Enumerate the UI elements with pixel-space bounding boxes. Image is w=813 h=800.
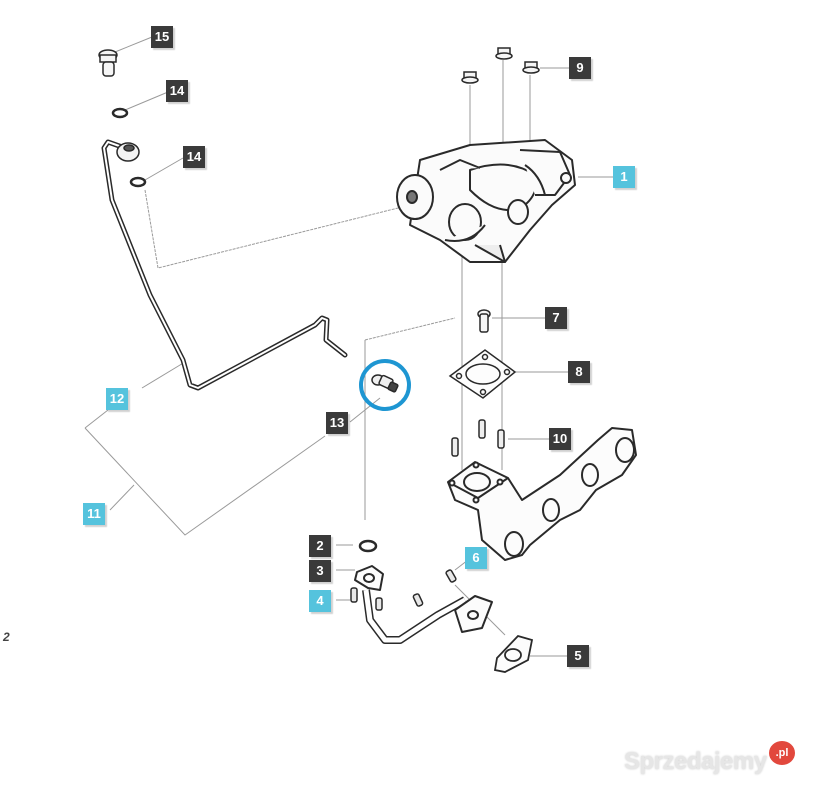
leader-11 bbox=[109, 484, 135, 511]
callout-13[interactable]: 13 bbox=[326, 412, 348, 434]
callout-3[interactable]: 3 bbox=[309, 560, 331, 582]
bracket-11 bbox=[84, 427, 326, 536]
washer-lower-part bbox=[129, 176, 147, 188]
leader-14b bbox=[144, 157, 184, 181]
o-ring-part bbox=[358, 539, 378, 553]
callout-4[interactable]: 4 bbox=[309, 590, 331, 612]
callout-7[interactable]: 7 bbox=[545, 307, 567, 329]
leader-12 bbox=[141, 361, 186, 389]
highlight-ring bbox=[359, 359, 411, 411]
callout-6[interactable]: 6 bbox=[465, 547, 487, 569]
callout-8[interactable]: 8 bbox=[568, 361, 590, 383]
banjo-bolt-part bbox=[98, 49, 118, 77]
oil-feed-pipe bbox=[101, 139, 348, 391]
union-fitting-part bbox=[371, 374, 399, 393]
bracket-11-top bbox=[84, 409, 109, 429]
callout-15[interactable]: 15 bbox=[151, 26, 173, 48]
callout-9[interactable]: 9 bbox=[569, 57, 591, 79]
bolts-4-6-part bbox=[350, 569, 457, 611]
return-gasket-part bbox=[493, 634, 534, 673]
studs-part bbox=[451, 419, 505, 457]
washer-upper-part bbox=[111, 107, 129, 119]
leader-15 bbox=[114, 36, 153, 53]
leader-14a bbox=[124, 91, 169, 111]
dash-turbo-banjo bbox=[144, 189, 411, 269]
callout-10[interactable]: 10 bbox=[549, 428, 571, 450]
dash-fitting-turbo bbox=[364, 317, 456, 341]
callout-5[interactable]: 5 bbox=[567, 645, 589, 667]
turbocharger-part bbox=[396, 139, 576, 263]
bolt-7-part bbox=[477, 309, 491, 333]
callout-1[interactable]: 1 bbox=[613, 166, 635, 188]
banjo-fitting-part bbox=[116, 142, 140, 162]
callout-14-lower[interactable]: 14 bbox=[183, 146, 205, 168]
callout-11[interactable]: 11 bbox=[83, 503, 105, 525]
exhaust-manifold-part bbox=[447, 427, 637, 561]
page-marker: 2 bbox=[3, 630, 10, 644]
callout-14-upper[interactable]: 14 bbox=[166, 80, 188, 102]
watermark-badge: .pl bbox=[769, 741, 795, 765]
watermark-text: Sprzedajemy bbox=[624, 748, 767, 775]
flange-nuts-part bbox=[461, 47, 540, 84]
leader-lines bbox=[84, 36, 613, 657]
callout-2[interactable]: 2 bbox=[309, 535, 331, 557]
callout-12[interactable]: 12 bbox=[106, 388, 128, 410]
oil-return-pipe-part bbox=[354, 565, 493, 644]
turbo-gasket-part bbox=[448, 349, 517, 399]
